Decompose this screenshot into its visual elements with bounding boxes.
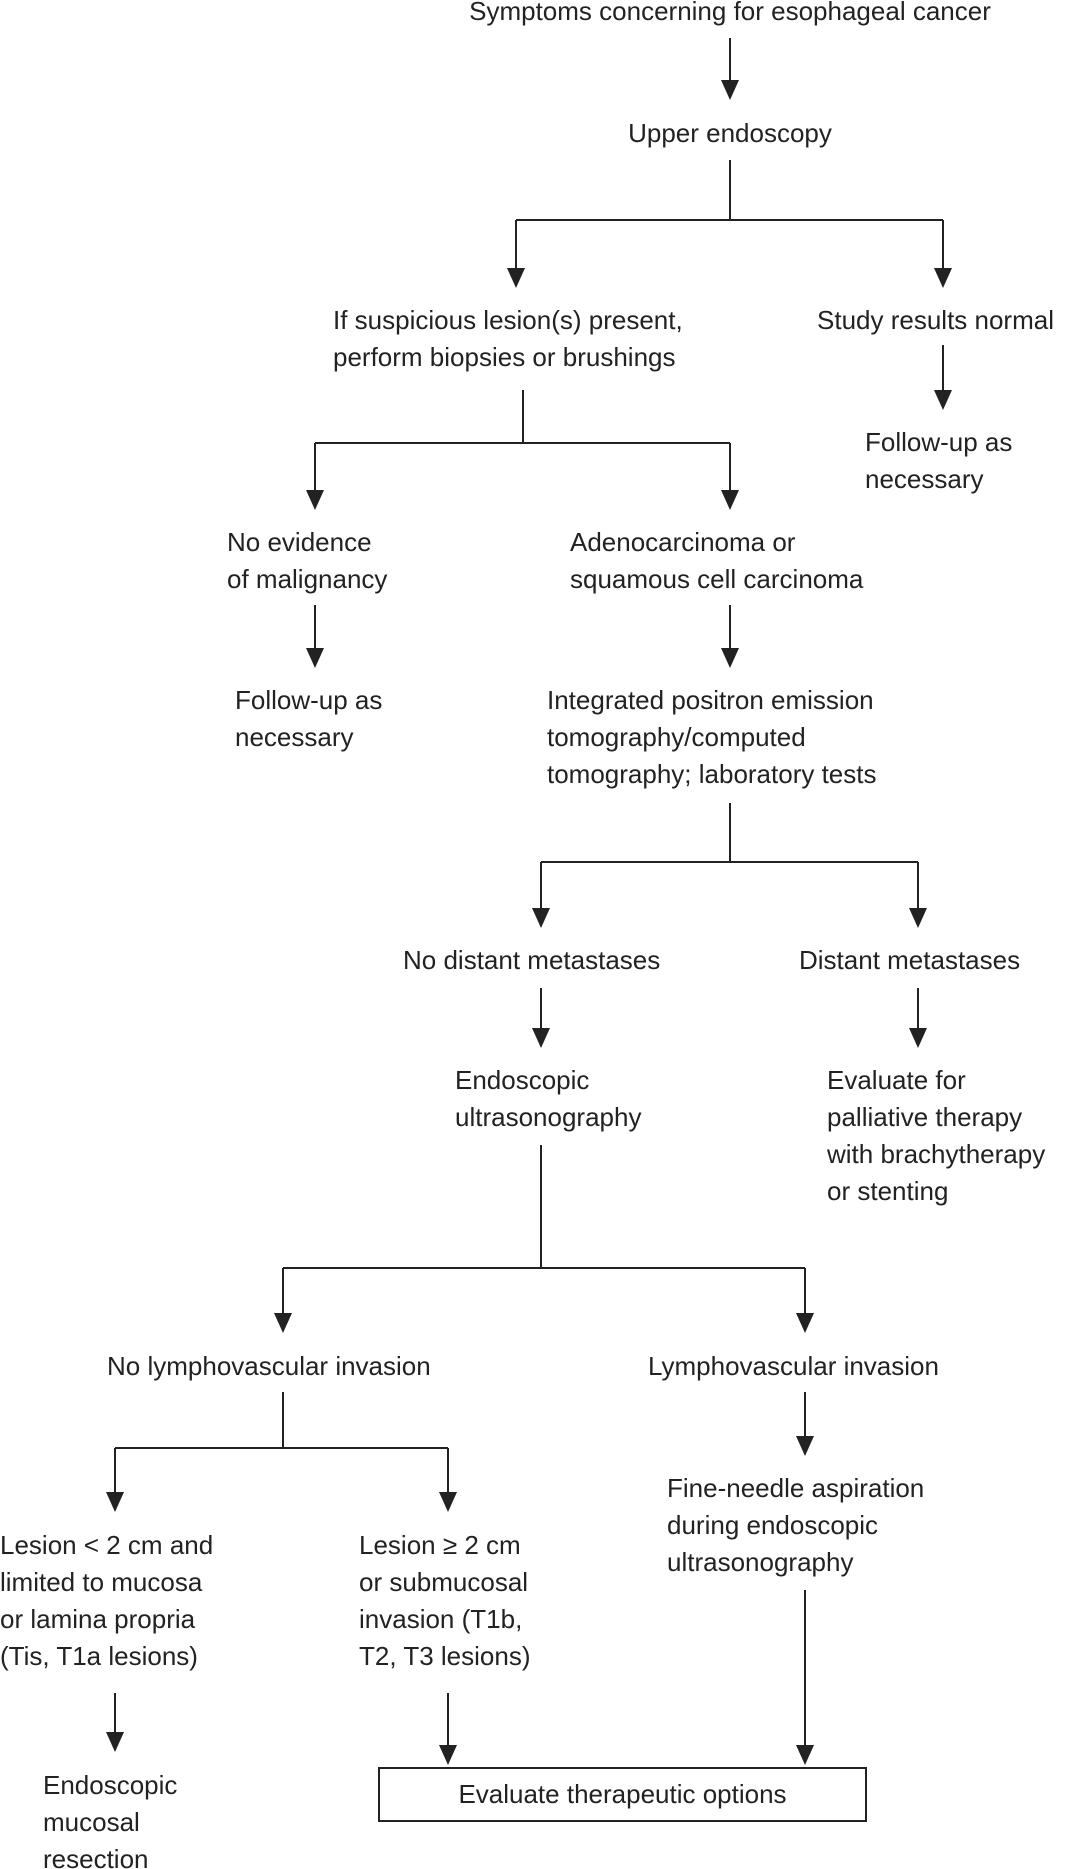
arrow-mets-to-palliative-head [909, 1028, 927, 1048]
node-no-distant-metastases: No distant metastases [403, 945, 661, 975]
node-lymphovascular-invasion: Lymphovascular invasion [648, 1351, 939, 1381]
arrow-fna-to-therapeutic-head [796, 1745, 814, 1765]
arrow-to-lesion-small-head [106, 1492, 124, 1512]
node-endoscopic-mucosal-resection: Endoscopic mucosal resection [43, 1770, 178, 1869]
node-no-lymphovascular-invasion: No lymphovascular invasion [107, 1351, 431, 1381]
arrow-to-study-normal-head [934, 268, 952, 288]
node-symptoms: Symptoms concerning for esophageal cance… [469, 0, 991, 26]
arrow-to-no-lvi-head [274, 1313, 292, 1333]
node-lesion-large: Lesion ≥ 2 cm or submucosal invasion (T1… [359, 1530, 531, 1671]
node-pet-ct: Integrated positron emission tomography/… [547, 685, 877, 789]
node-evaluate-therapeutic-options: Evaluate therapeutic options [378, 1767, 867, 1822]
arrow-normal-to-followup-head [934, 390, 952, 410]
node-endoscopic-ultrasonography: Endoscopic ultrasonography [455, 1065, 642, 1132]
arrow-lvi-to-fna-head [796, 1436, 814, 1456]
arrow-carcinoma-to-petct-head [721, 648, 739, 668]
arrow-small-to-emr-head [106, 1732, 124, 1752]
arrow-large-to-therapeutic-head [439, 1745, 457, 1765]
arrow-to-no-distant-mets-head [532, 908, 550, 928]
arrow-symptoms-to-endoscopy-head [721, 80, 739, 100]
node-study-normal: Study results normal [817, 305, 1054, 335]
arrow-no-malignancy-to-followup-head [306, 648, 324, 668]
node-followup-normal: Follow-up as necessary [865, 427, 1013, 494]
node-palliative-therapy: Evaluate for palliative therapy with bra… [827, 1065, 1046, 1206]
node-followup-no-malignancy: Follow-up as necessary [235, 685, 383, 752]
node-lesion-small: Lesion < 2 cm and limited to mucosa or l… [0, 1530, 214, 1671]
arrow-to-suspicious-lesion-head [507, 268, 525, 288]
arrow-to-distant-mets-head [909, 908, 927, 928]
arrow-to-lesion-large-head [439, 1492, 457, 1512]
arrow-to-carcinoma-head [721, 490, 739, 510]
node-carcinoma: Adenocarcinoma or squamous cell carcinom… [570, 527, 864, 594]
node-suspicious-lesion: If suspicious lesion(s) present, perform… [333, 305, 683, 372]
arrow-to-no-malignancy-head [306, 490, 324, 510]
arrow-to-lvi-head [796, 1313, 814, 1333]
node-distant-metastases: Distant metastases [799, 945, 1021, 975]
node-fine-needle-aspiration: Fine-needle aspiration during endoscopic… [667, 1473, 925, 1577]
node-upper-endoscopy: Upper endoscopy [628, 118, 832, 148]
arrow-no-mets-to-eus-head [532, 1028, 550, 1048]
node-no-malignancy: No evidence of malignancy [227, 527, 388, 594]
